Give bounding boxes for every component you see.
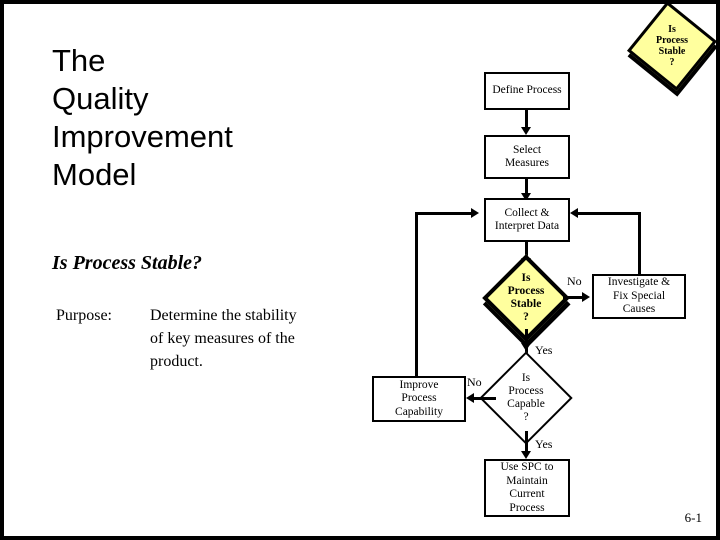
node-collect-interpret-data-label: Collect & Interpret Data [494,206,560,233]
arrowhead-feedback-left [471,208,479,218]
node-investigate-label: Investigate & Fix Special Causes [607,276,671,316]
feedback-left-vertical [415,212,418,376]
node-use-spc-label: Use SPC to Maintain Current Process [500,461,554,514]
title-line-2: Quality [52,81,149,116]
deco-line-2: Process [655,35,689,46]
node-improve-label: Improve Process Capability [395,378,443,418]
deco-line-1: Is [668,24,676,35]
arrowhead-capable-no [466,393,474,403]
connector-select-to-collect [525,179,528,196]
deco-line-4: ? [669,57,675,68]
page-title: The Quality Improvement Model [52,42,352,194]
connector-capable-yes [525,431,528,454]
purpose-line-1: Determine the stability [150,307,297,324]
arrowhead-stable-yes [521,343,531,351]
title-line-1: The [52,43,106,78]
node-define-process-label: Define Process [492,84,562,97]
edge-label-stable-yes: Yes [535,343,553,357]
feedback-right-horizontal [577,212,641,215]
decorative-diamond-is-process-stable: Is Process Stable ? [626,4,716,92]
node-is-process-stable[interactable]: Is Process Stable ? [482,254,570,342]
purpose-line-3: product. [150,353,203,370]
node-improve-process-capability[interactable]: Improve Process Capability [372,376,466,422]
node-investigate-fix-special-causes[interactable]: Investigate & Fix Special Causes [592,274,686,319]
node-is-process-capable[interactable]: Is Process Capable ? [479,351,573,445]
arrowhead-define-to-select [521,127,531,135]
title-line-3: Improvement [52,119,233,154]
edge-label-capable-no: No [467,375,482,389]
node-select-measures-label: Select Measures [504,143,550,170]
connector-stable-no [563,296,585,299]
connector-collect-to-stable [525,242,528,262]
decorative-diamond-label: Is Process Stable ? [640,14,704,78]
node-collect-interpret-data[interactable]: Collect & Interpret Data [484,198,570,242]
node-use-spc-maintain[interactable]: Use SPC to Maintain Current Process [484,459,570,517]
node-select-measures[interactable]: Select Measures [484,135,570,179]
edge-label-capable-yes: Yes [535,437,553,451]
purpose-label: Purpose: [56,307,112,324]
connector-define-to-select [525,110,528,130]
node-define-process[interactable]: Define Process [484,72,570,110]
connector-capable-no [473,397,496,400]
deco-line-3: Stable [658,46,686,57]
feedback-right-vertical [638,212,641,274]
node-is-process-capable-label: Is Process Capable ? [507,372,545,423]
title-line-4: Model [52,157,137,192]
feedback-left-horizontal [415,212,473,215]
section-subheading: Is Process Stable? [52,252,202,274]
purpose-line-2: of key measures of the [150,330,295,347]
arrowhead-stable-no [582,292,590,302]
edge-label-stable-no: No [567,274,582,288]
node-is-process-stable-label: Is Process Stable ? [507,272,545,323]
arrowhead-select-to-collect [521,193,531,201]
arrowhead-feedback-right [570,208,578,218]
purpose-text: Determine the stability of key measures … [150,304,366,373]
arrowhead-capable-yes [521,451,531,459]
page-number: 6-1 [684,510,702,525]
